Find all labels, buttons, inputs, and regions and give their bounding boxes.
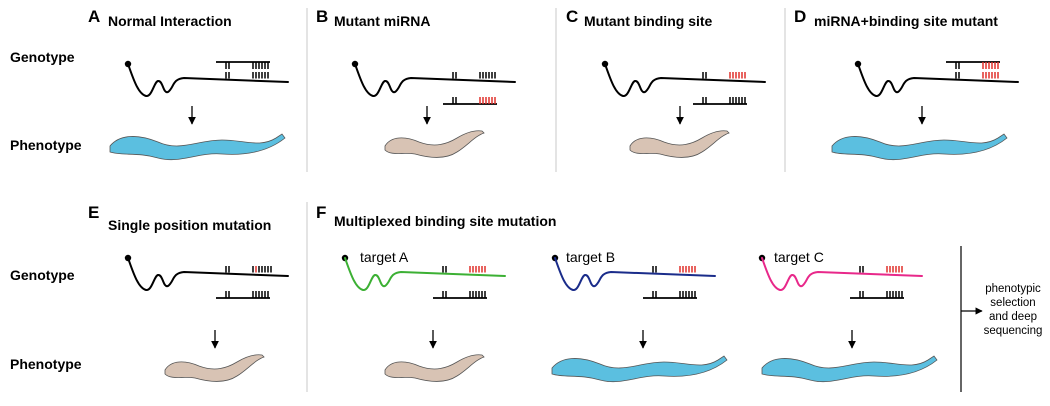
- panel-b-letter: B: [316, 7, 328, 26]
- target-c-worm-wild-type: [761, 355, 938, 383]
- target-b-label: target B: [566, 249, 615, 265]
- panel-d-title: miRNA+binding site mutant: [814, 13, 998, 29]
- panel-d-genotype: [854, 60, 1019, 97]
- panel-a-worm-wild-type-body: [109, 133, 286, 161]
- target-a-genotype: [341, 254, 506, 299]
- panel-b-worm-mutant-body: [384, 130, 485, 158]
- panel-e-letter: E: [88, 203, 99, 222]
- panel-a-letter: A: [88, 7, 100, 26]
- panel-d-worm-wild-type-body: [831, 133, 1008, 161]
- panel-b-genotype: [351, 60, 516, 105]
- selection-line-1: phenotypic: [985, 283, 1041, 295]
- panel-a-genotype: [124, 60, 289, 97]
- target-c-mrna-line: [761, 257, 923, 291]
- target-b-worm-wild-type-body: [551, 355, 728, 383]
- panel-dividers: [306, 8, 786, 392]
- target-c-worm-wild-type-body: [761, 355, 938, 383]
- target-b-worm-wild-type: [551, 355, 728, 383]
- panel-b-worm-mutant: [384, 130, 485, 158]
- panel-d-worm-wild-type: [831, 133, 1008, 161]
- target-a-label: target A: [360, 249, 409, 265]
- panel-c-mrna-line: [604, 63, 766, 97]
- target-b-genotype: [551, 254, 716, 299]
- selection-line-3: and deep: [989, 311, 1037, 323]
- selection-text: phenotypic selection and deep sequencing: [984, 283, 1043, 337]
- target-a-worm-mutant: [384, 354, 485, 382]
- panel-c-letter: C: [566, 7, 578, 26]
- panel-d-letter: D: [794, 7, 806, 26]
- target-b-mrna-line: [554, 257, 716, 291]
- panel-f-letter: F: [316, 203, 326, 222]
- target-c-genotype: [758, 254, 923, 299]
- phenotype-label-top: Phenotype: [10, 137, 82, 153]
- panel-f-title: Multiplexed binding site mutation: [334, 213, 556, 229]
- panel-e-worm-mutant-body: [164, 354, 265, 382]
- panel-a-mrna-line: [127, 63, 289, 97]
- genotype-label-bottom: Genotype: [10, 267, 75, 283]
- panel-b-title: Mutant miRNA: [334, 13, 430, 29]
- panel-c-worm-mutant: [629, 130, 730, 158]
- panel-e-genotype: [124, 254, 289, 299]
- target-a-mrna-line: [344, 257, 506, 291]
- selection-line-2: selection: [990, 297, 1035, 309]
- genotype-label-top: Genotype: [10, 49, 75, 65]
- target-a-worm-mutant-body: [384, 354, 485, 382]
- panel-c-genotype: [601, 60, 766, 105]
- panel-e-worm-mutant: [164, 354, 265, 382]
- panel-e-title: Single position mutation: [108, 217, 271, 233]
- schematic-units: [109, 60, 1019, 383]
- panel-c-worm-mutant-body: [629, 130, 730, 158]
- panel-d-mrna-line: [857, 63, 1019, 97]
- phenotype-label-bottom: Phenotype: [10, 356, 82, 372]
- panel-a-title: Normal Interaction: [108, 13, 232, 29]
- selection-line-4: sequencing: [984, 325, 1043, 337]
- panel-e-mrna-line: [127, 257, 289, 291]
- panel-b-mrna-line: [354, 63, 516, 97]
- panel-c-title: Mutant binding site: [584, 13, 713, 29]
- target-c-label: target C: [774, 249, 824, 265]
- panel-a-worm-wild-type: [109, 133, 286, 161]
